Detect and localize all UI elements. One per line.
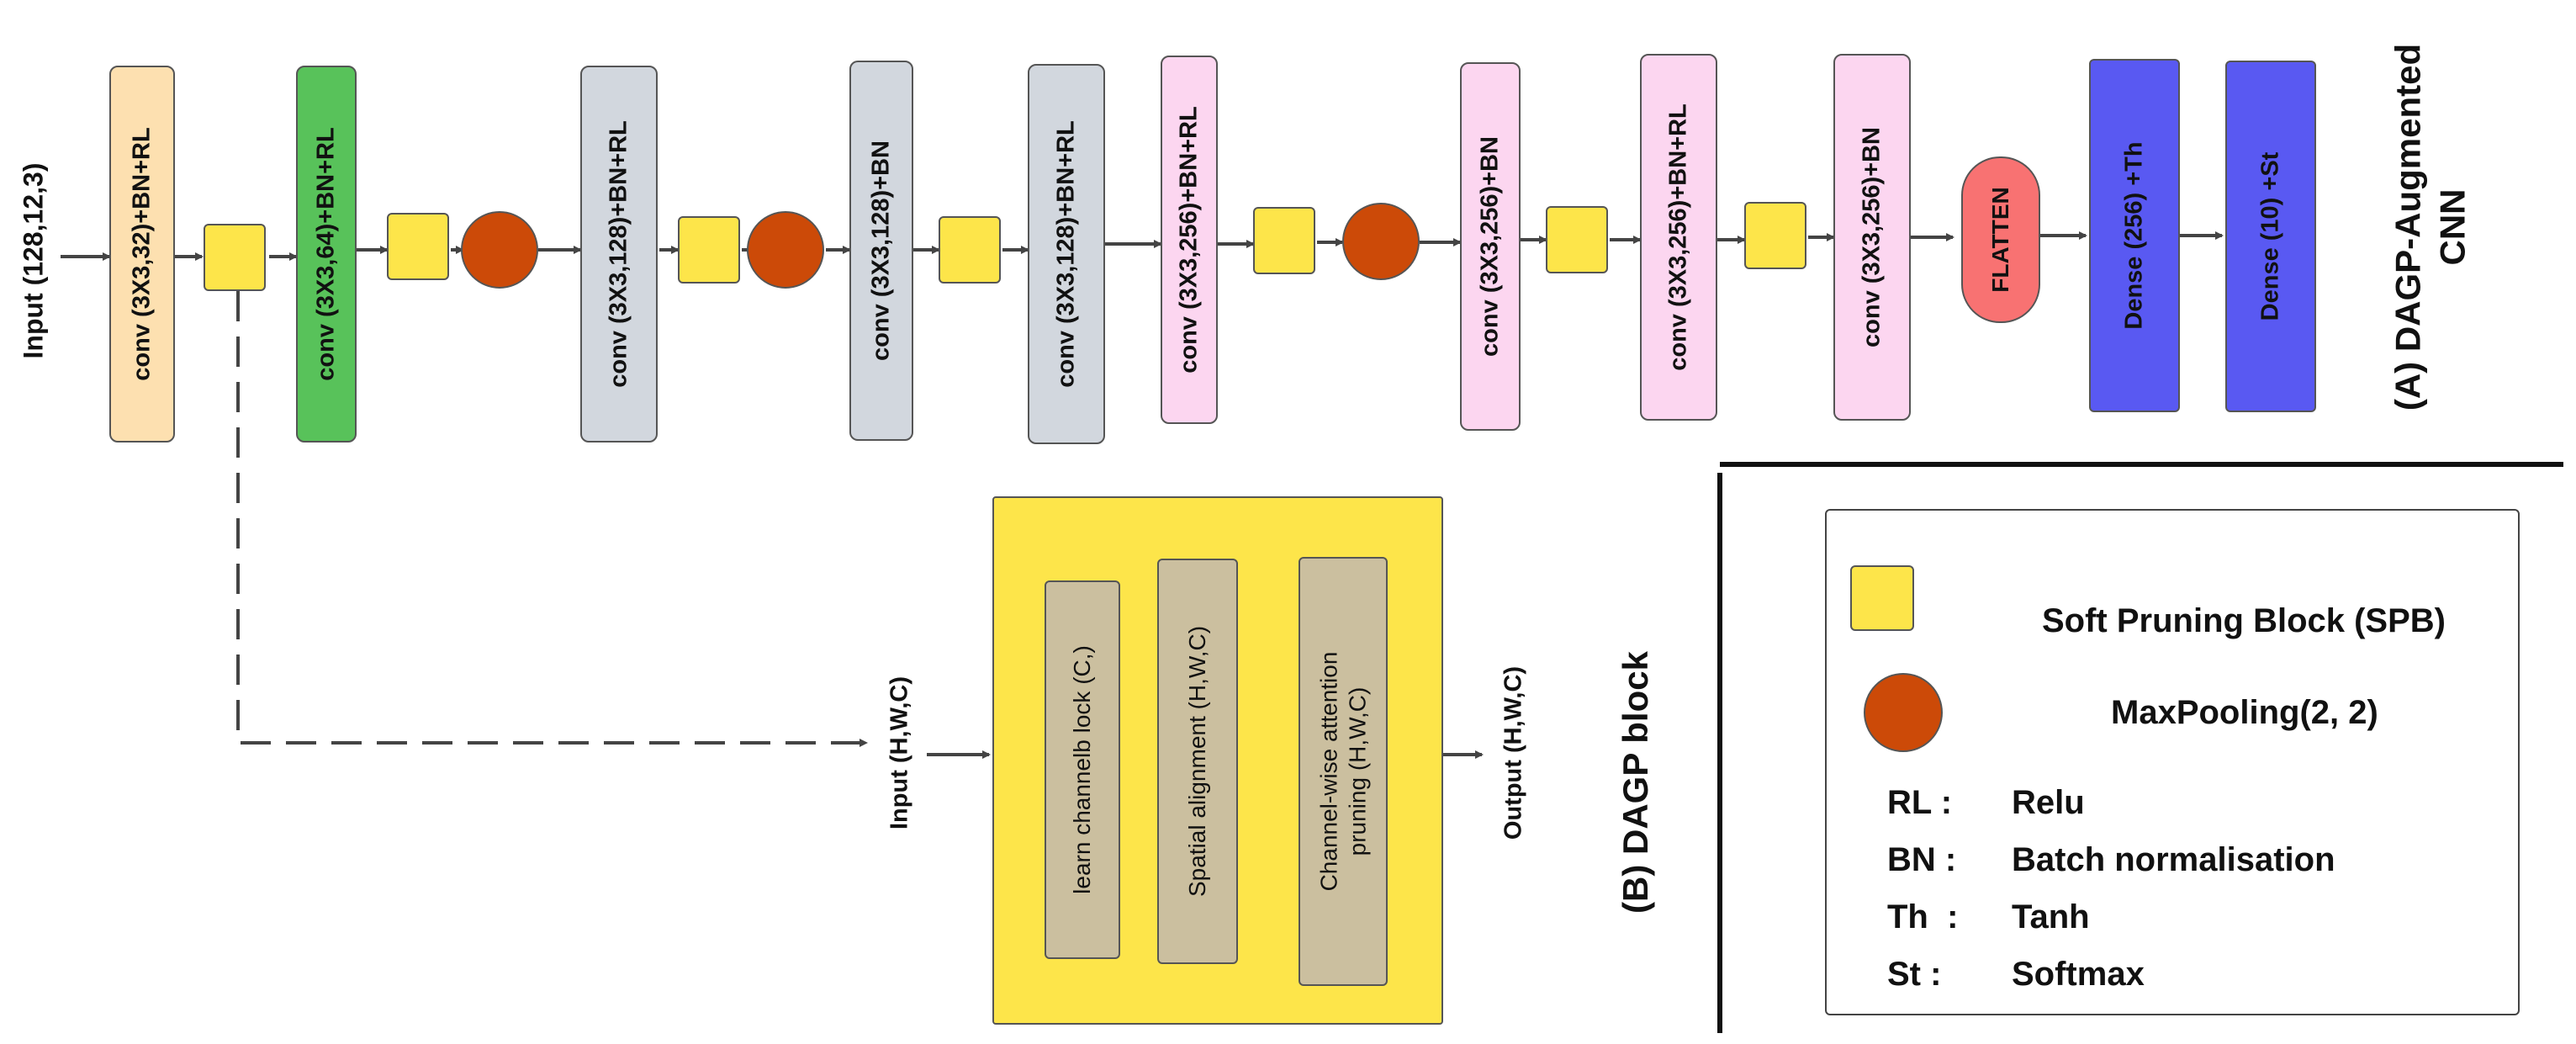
soft-pruning-block-3 — [678, 216, 740, 284]
conv-layer-5: conv (3X3,128)+BN+RL — [1028, 64, 1105, 444]
legend-abbrev-value: Batch normalisation — [2012, 841, 2335, 878]
legend-abbrev-key: Th : — [1887, 898, 1959, 935]
maxpool-3 — [1342, 203, 1420, 280]
legend-abbrev-key: RL : — [1887, 784, 1953, 821]
conv-layer-8: conv (3X3,256)+BN+RL — [1640, 54, 1717, 421]
legend-abbrev-value: Softmax — [2012, 956, 2145, 993]
maxpool-1 — [461, 211, 538, 289]
legend-pool-label: MaxPooling(2, 2) — [2111, 694, 2378, 731]
dagp-input-label: Input (H,W,C) — [886, 676, 913, 830]
legend-spb-swatch — [1850, 565, 1914, 631]
legend-abbrev-key: St : — [1887, 956, 1942, 993]
section-a-title: (A) DAGP-Augmented CNN — [2388, 43, 2473, 411]
dagp-step-spatial-alignment: Spatial alignment (H,W,C) — [1157, 559, 1238, 964]
legend-abbrev-value: Relu — [2012, 784, 2085, 821]
dagp-step-channel-lock: learn channelb lock (C,) — [1045, 580, 1120, 959]
cnn-input-label: Input (128,12,3) — [18, 162, 49, 359]
dense-layer-2: Dense (10) +St — [2225, 61, 2316, 412]
legend-pool-swatch — [1864, 673, 1943, 752]
soft-pruning-block-6 — [1546, 206, 1608, 273]
legend-abbrev-value: Tanh — [2012, 898, 2090, 935]
dense-layer-1: Dense (256) +Th — [2089, 59, 2180, 412]
dagp-step-channel-attention: Channel-wise attention pruning (H,W,C) — [1299, 557, 1388, 986]
soft-pruning-block-4 — [939, 216, 1001, 284]
conv-layer-2: conv (3X3,64)+BN+RL — [296, 66, 357, 443]
flatten-layer: FLATTEN — [1961, 156, 2040, 323]
conv-layer-6: conv (3X3,256)+BN+RL — [1161, 56, 1218, 424]
conv-layer-3: conv (3X3,128)+BN+RL — [580, 66, 658, 443]
conv-layer-4: conv (3X3,128)+BN — [849, 61, 913, 441]
dagp-output-label: Output (H,W,C) — [1500, 665, 1527, 840]
soft-pruning-block-5 — [1253, 207, 1315, 274]
maxpool-2 — [747, 211, 824, 289]
legend-box — [1825, 509, 2520, 1015]
conv-layer-9: conv (3X3,256)+BN — [1833, 54, 1911, 421]
conv-layer-1: conv (3X3,32)+BN+RL — [109, 66, 175, 443]
legend-spb-label: Soft Pruning Block (SPB) — [2042, 602, 2446, 639]
section-b-title: (B) DAGP block — [1616, 651, 1655, 914]
soft-pruning-block-7 — [1744, 202, 1806, 269]
soft-pruning-block-2 — [387, 213, 449, 280]
conv-layer-7: conv (3X3,256)+BN — [1460, 62, 1521, 431]
soft-pruning-block-1 — [204, 224, 266, 291]
legend-abbrev-key: BN : — [1887, 841, 1957, 878]
